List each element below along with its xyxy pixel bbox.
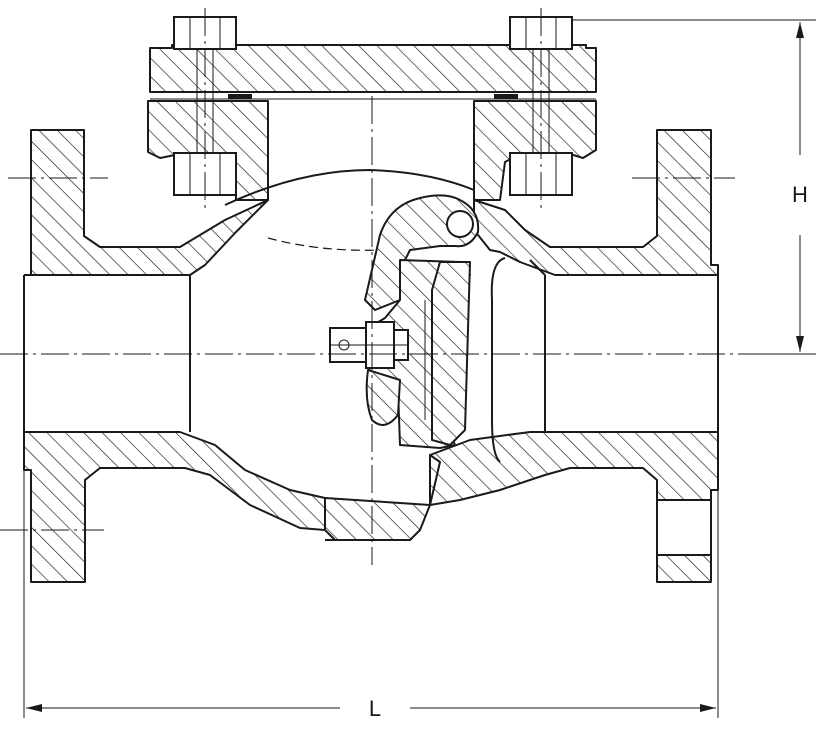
dimension-h-arrow-top xyxy=(796,22,804,38)
dimension-l: L xyxy=(23,432,719,721)
center-lines xyxy=(0,8,780,565)
disc-retaining-nut xyxy=(329,321,409,369)
right-end-flange xyxy=(429,129,719,583)
hinge-arm xyxy=(364,194,480,311)
body-cavity xyxy=(224,169,475,251)
body-bottom-bowl xyxy=(324,454,441,541)
dimension-l-arrow-left xyxy=(26,704,42,712)
body-bonnet-flange xyxy=(147,100,597,201)
left-end-flange xyxy=(23,129,326,583)
dimension-l-label: L xyxy=(369,696,381,721)
dimension-h: H xyxy=(572,19,816,355)
dimension-h-label: H xyxy=(792,182,808,207)
bolt-shanks xyxy=(196,49,550,153)
dimension-l-arrow-right xyxy=(700,704,716,712)
bonnet-gasket xyxy=(150,94,596,100)
disc-lug xyxy=(365,369,401,426)
dimension-h-arrow-bottom xyxy=(796,336,804,352)
bonnet-cover xyxy=(149,44,597,93)
seat-ring xyxy=(490,257,546,463)
